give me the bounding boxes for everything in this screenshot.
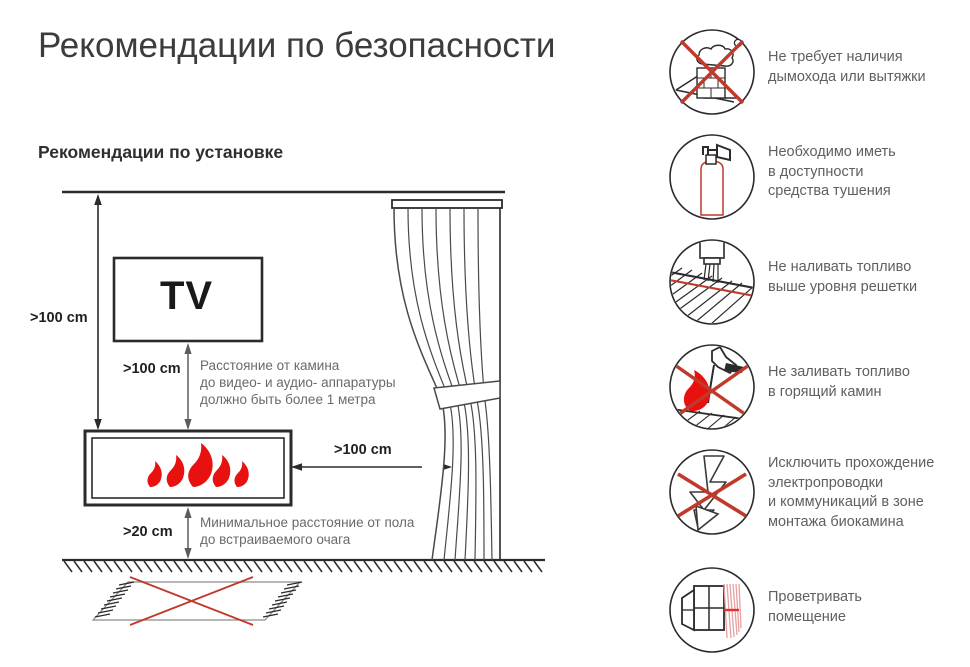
no-chimney-icon — [669, 29, 755, 115]
note-floor-line-2: до встраиваемого очага — [200, 532, 351, 547]
rule-text-no-overfill: Не наливать топливо выше уровня решетки — [768, 259, 918, 295]
dimension-label-floor-to-fireplace: >20 cm — [123, 524, 173, 540]
safety-rules-list: Не требует наличия дымохода или вытяжки … — [660, 24, 970, 667]
note-tv-line-1: Расстояние от камина — [200, 358, 340, 373]
page-title: Рекомендации по безопасности — [38, 26, 556, 65]
no-overfill-grate-icon — [669, 239, 755, 325]
rule-item-ventilate-room: Проветривать помещение — [660, 562, 970, 667]
dimension-label-ceiling-to-fireplace: >100 cm — [30, 310, 88, 326]
curtain — [391, 199, 503, 561]
rule-text-fire-extinguisher: Необходимо иметь в доступности средства … — [768, 144, 896, 199]
rule-item-fire-extinguisher: Необходимо иметь в доступности средства … — [660, 129, 970, 234]
rule-item-no-chimney: Не требует наличия дымохода или вытяжки — [660, 24, 970, 129]
rule-item-no-overfill: Не наливать топливо выше уровня решетки — [660, 234, 970, 339]
curtain-tieback — [433, 380, 501, 410]
tv-box — [112, 256, 264, 343]
rule-item-no-electric-wiring: Исключить прохождение электропроводки и … — [660, 444, 970, 562]
dimension-label-tv-to-fireplace: >100 cm — [123, 361, 181, 377]
section-title-installation: Рекомендации по установке — [38, 142, 284, 162]
no-electric-wiring-icon — [669, 449, 755, 535]
rule-item-no-refuel-burning: Не заливать топливо в горящий камин — [660, 339, 970, 444]
forbidden-rug — [91, 576, 303, 626]
fireplace-flames — [147, 443, 249, 487]
dimension-tv-to-fireplace — [184, 343, 192, 430]
ventilate-room-icon — [669, 567, 755, 653]
dimension-ceiling-to-fireplace — [94, 194, 102, 430]
note-tv-line-2: до видео- и аудио- аппаратуры — [200, 375, 396, 390]
note-floor-line-1: Минимальное расстояние от пола — [200, 515, 415, 530]
floor-line — [62, 558, 545, 573]
dimension-floor-to-fireplace — [184, 507, 192, 559]
tv-label: TV — [160, 274, 214, 318]
note-tv-distance: Расстояние от камина до видео- и аудио- … — [200, 357, 396, 408]
rule-text-no-electric-wiring: Исключить прохождение электропроводки и … — [768, 455, 935, 530]
rug-cross-line-2 — [129, 576, 254, 626]
rule-text-no-chimney: Не требует наличия дымохода или вытяжки — [768, 49, 926, 85]
fireplace-inner-frame — [91, 437, 285, 499]
installation-diagram — [62, 190, 545, 626]
fire-extinguisher-icon — [669, 134, 755, 220]
no-refuel-burning-icon — [669, 344, 755, 430]
dimension-label-fireplace-to-curtain: >100 cm — [334, 442, 392, 458]
note-tv-line-3: должно быть более 1 метра — [200, 392, 376, 407]
rule-text-no-refuel-burning: Не заливать топливо в горящий камин — [768, 364, 910, 400]
curtain-rod — [391, 199, 503, 209]
note-floor-distance: Минимальное расстояние от пола до встраи… — [200, 514, 414, 548]
rule-text-ventilate-room: Проветривать помещение — [768, 589, 862, 625]
